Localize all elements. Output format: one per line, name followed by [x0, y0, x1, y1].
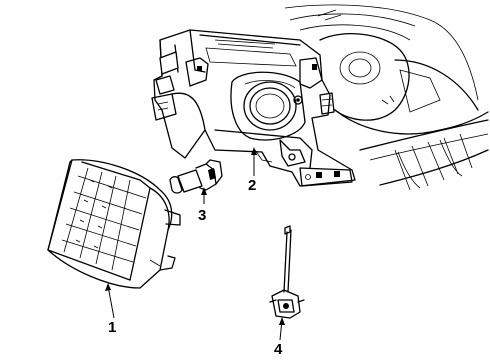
- callout-2: 2: [248, 177, 256, 194]
- leader-4-arrowhead: [279, 317, 285, 325]
- leader-lines: [105, 147, 285, 341]
- callout-1: 1: [108, 319, 116, 336]
- leader-3-arrowhead: [201, 187, 207, 195]
- headlamp-adjuster: [269, 225, 305, 319]
- callout-4: 4: [274, 341, 283, 358]
- callout-3: 3: [198, 207, 206, 224]
- leader-1: [107, 285, 115, 319]
- headlamp-mounting-bracket: [151, 29, 356, 187]
- vehicle-body-outline: [284, 4, 489, 191]
- headlamp-assembly: [47, 159, 181, 289]
- leader-1-arrowhead: [105, 283, 111, 291]
- leader-2-arrowhead: [251, 147, 257, 155]
- headlamp-bulb: [169, 159, 223, 194]
